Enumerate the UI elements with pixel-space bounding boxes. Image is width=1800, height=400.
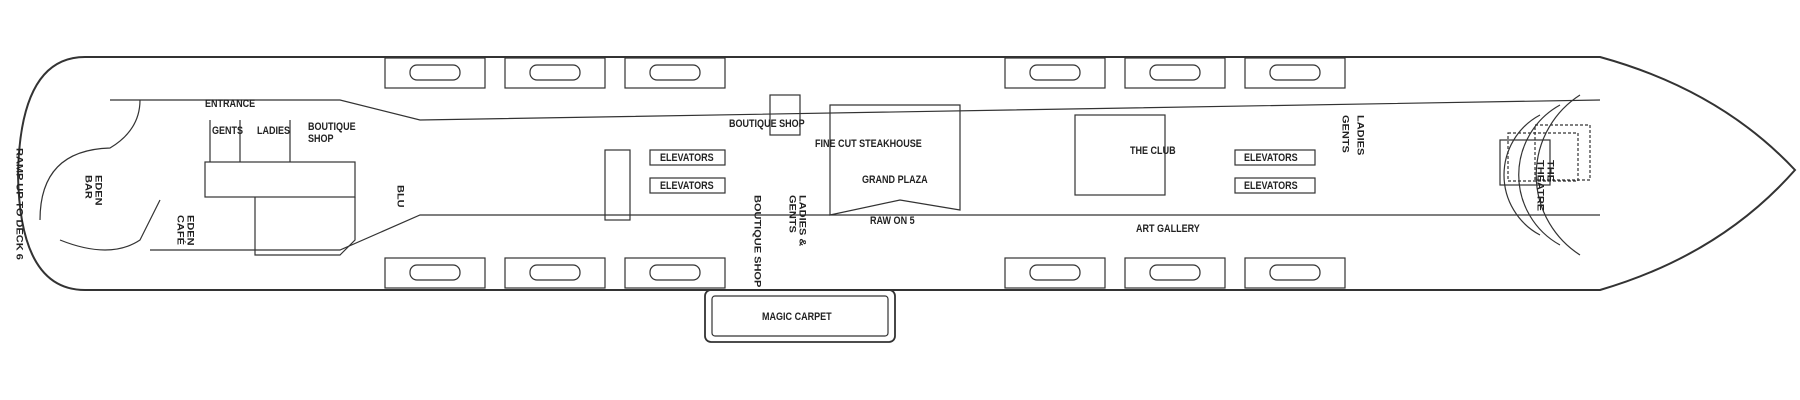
label-the-club: THE CLUB xyxy=(1130,145,1176,157)
label-grand-plaza: GRAND PLAZA xyxy=(862,174,928,186)
label-boutique-shop-forward: BOUTIQUE SHOP xyxy=(308,121,356,145)
label-eden-cafe: EDEN CAFÉ xyxy=(175,215,195,246)
label-ladies-aft: LADIES xyxy=(1355,115,1365,156)
label-fine-cut-steakhouse: FINE CUT STEAKHOUSE xyxy=(815,138,922,150)
label-boutique-shop-mid: BOUTIQUE SHOP xyxy=(729,118,805,130)
lifeboats-top xyxy=(384,57,1346,89)
label-elevators: ELEVATORS xyxy=(660,152,714,164)
label-ladies-gents: LADIES & GENTS xyxy=(787,195,807,247)
label-ladies-forward: LADIES xyxy=(257,125,291,137)
label-ramp-up-to-deck-6: RAMP UP TO DECK 6 xyxy=(14,148,24,260)
label-elevators: ELEVATORS xyxy=(1244,152,1298,164)
label-elevators: ELEVATORS xyxy=(660,180,714,192)
label-gents-aft: GENTS xyxy=(1340,115,1350,153)
label-entrance: ENTRANCE xyxy=(205,98,256,110)
label-elevators: ELEVATORS xyxy=(1244,180,1298,192)
label-boutique-shop-vertical: BOUTIQUE SHOP xyxy=(752,195,762,288)
label-gents-forward: GENTS xyxy=(212,125,244,137)
grand-plaza-area xyxy=(829,104,961,216)
label-eden-bar: EDEN BAR xyxy=(83,175,103,206)
label-magic-carpet: MAGIC CARPET xyxy=(762,311,832,323)
magic-carpet-platform xyxy=(704,289,896,343)
lifeboats-bottom xyxy=(384,257,1346,289)
label-the-theatre: THE THEATRE xyxy=(1535,160,1555,212)
label-raw-on-5: RAW ON 5 xyxy=(870,215,915,227)
label-blu: BLU xyxy=(395,185,405,208)
label-art-gallery: ART GALLERY xyxy=(1136,223,1200,235)
